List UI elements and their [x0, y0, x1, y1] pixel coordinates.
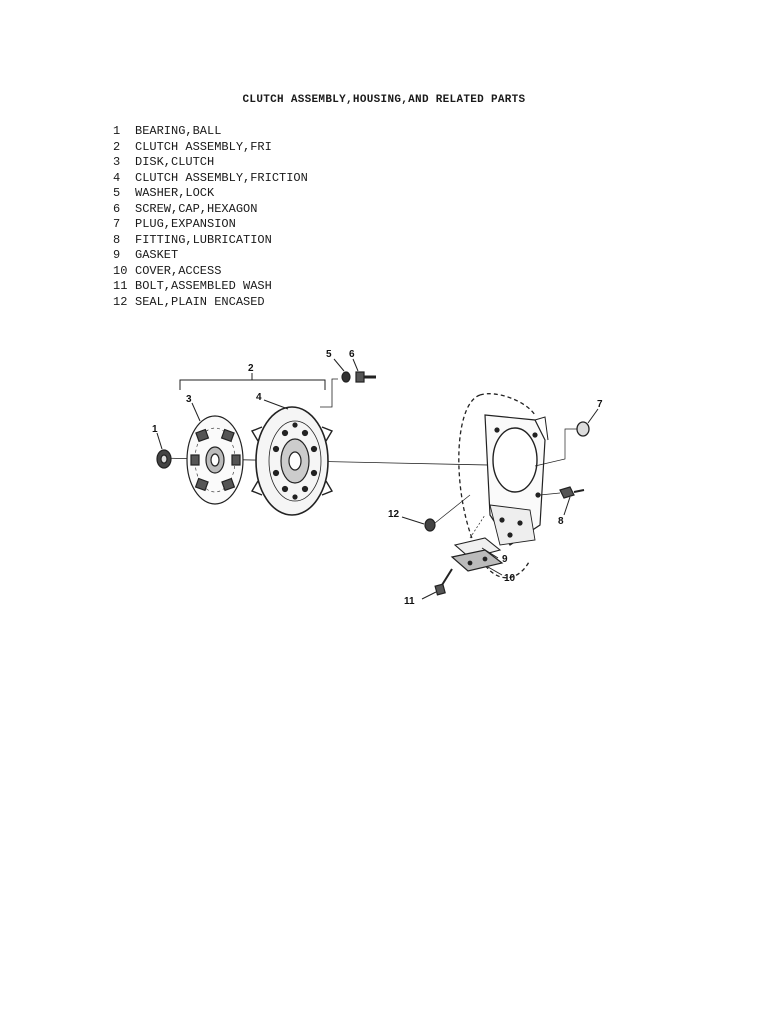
page-title: CLUTCH ASSEMBLY,HOUSING,AND RELATED PART…: [242, 94, 526, 106]
callout-5: 5: [326, 349, 332, 360]
washer-screw-drawing: [341, 371, 376, 383]
flywheel-housing-drawing: [458, 393, 549, 579]
callout-arrows: [156, 358, 599, 600]
callout-9: 9: [502, 554, 508, 565]
callout-2: 2: [248, 363, 254, 374]
callout-7: 7: [597, 399, 603, 410]
callout-10: 10: [504, 573, 516, 584]
clutch-disk-drawing: [186, 415, 244, 505]
callout-6: 6: [349, 349, 355, 360]
callout-bracket: [179, 379, 326, 390]
lubrication-fitting-drawing: [539, 486, 585, 499]
expansion-plug-drawing: [534, 421, 590, 467]
clutch-exploded-diagram: 1 2 3 4 5 6 7 8 9 10 11 12: [152, 349, 603, 607]
callout-11: 11: [404, 596, 415, 607]
callout-1: 1: [152, 424, 158, 435]
callout-3: 3: [186, 394, 192, 405]
clutch-assembly-drawing: [250, 406, 334, 516]
callout-12: 12: [388, 509, 400, 520]
seal-drawing: [424, 494, 471, 532]
cover-gasket-drawing: [450, 514, 504, 572]
callout-8: 8: [558, 516, 564, 527]
bearing-drawing: [156, 449, 172, 469]
bolt-drawing: [434, 568, 453, 596]
callout-4: 4: [256, 392, 262, 403]
